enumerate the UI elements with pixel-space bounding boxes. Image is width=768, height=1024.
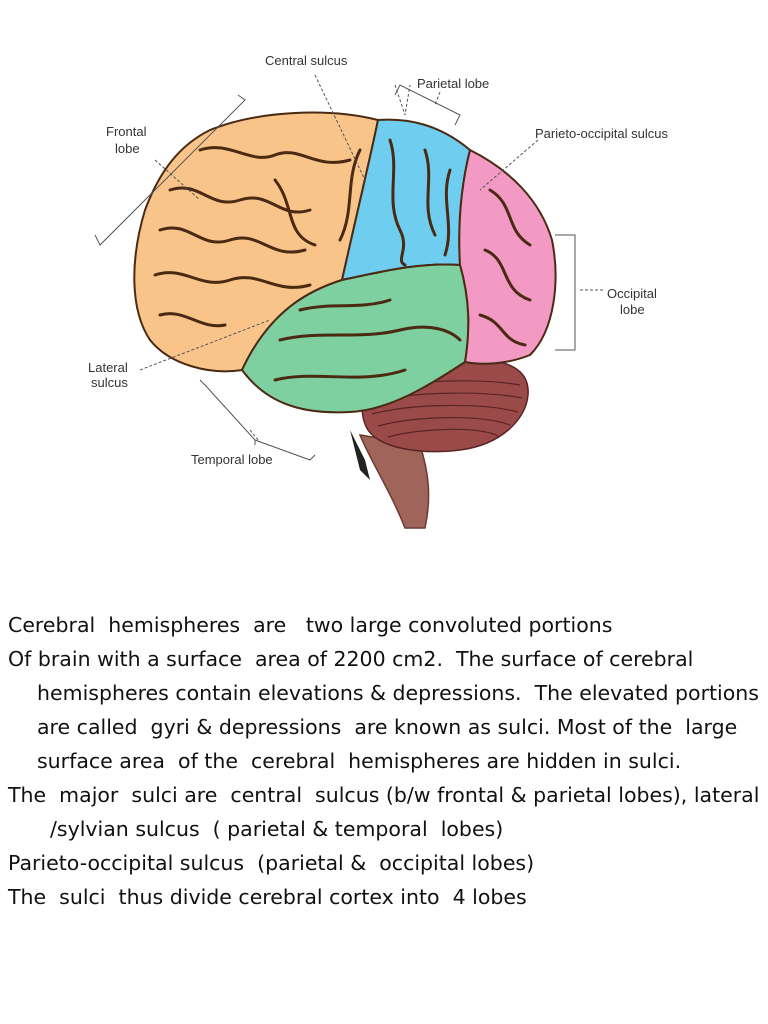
brackets [94, 84, 576, 461]
label-central-sulcus: Central sulcus [265, 53, 348, 68]
gyri-lines [153, 138, 532, 382]
paragraph-5: The sulci thus divide cerebral cortex in… [8, 885, 527, 909]
label-temporal-lobe: Temporal lobe [191, 452, 273, 467]
label-frontal-lobe-line1: Frontal [106, 124, 147, 139]
brainstem [358, 434, 430, 529]
paragraph-4: Parieto-occipital sulcus (parietal & occ… [8, 851, 535, 875]
occipital-lobe [458, 148, 557, 365]
brain-diagram: Central sulcus Parietal lobe Frontal lob… [60, 40, 710, 535]
paragraph-1: Cerebral hemispheres are two large convo… [8, 613, 613, 637]
brainstem-shadow [350, 430, 370, 480]
paragraph-3: The major sulci are central sulcus (b/w … [8, 783, 766, 841]
leader-lines [139, 74, 605, 441]
label-frontal-lobe-line2: lobe [115, 141, 140, 156]
label-lateral-sulcus-line1: Lateral [88, 360, 128, 375]
label-occipital-lobe-line2: lobe [620, 302, 645, 317]
description-text: Cerebral hemispheres are two large convo… [8, 608, 760, 914]
label-lateral-sulcus-line2: sulcus [91, 375, 128, 390]
label-occipital-lobe-line1: Occipital [607, 286, 657, 301]
label-parietal-lobe: Parietal lobe [417, 76, 489, 91]
label-parieto-occipital-sulcus: Parieto-occipital sulcus [535, 126, 668, 141]
paragraph-2: Of brain with a surface area of 2200 cm2… [8, 647, 766, 773]
